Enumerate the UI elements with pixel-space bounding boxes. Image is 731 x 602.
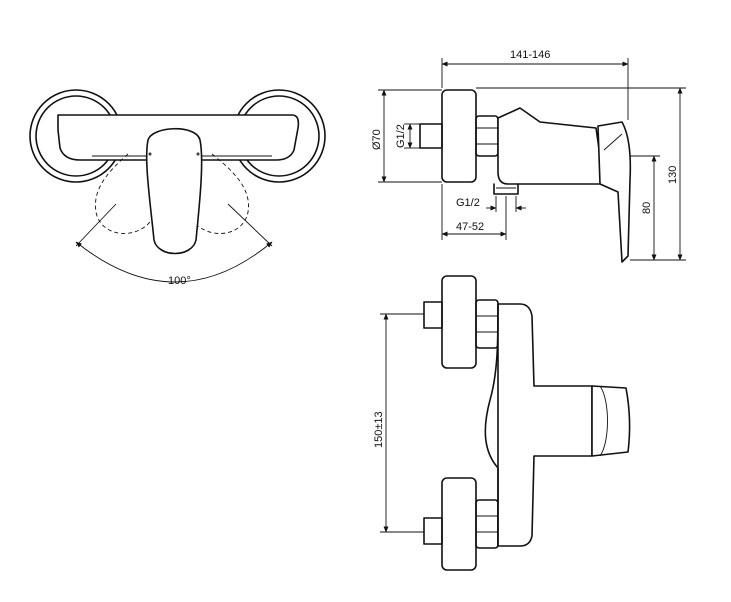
side-inlet-stub: [419, 123, 443, 149]
front-view: 150±13: [373, 275, 631, 571]
side-hex-nut: [475, 115, 499, 157]
front-hex-nut-top: [475, 299, 499, 349]
rotation-arc: [75, 241, 273, 283]
overall-height-label: 130: [667, 166, 679, 184]
rotation-angle-label: 100°: [168, 275, 191, 287]
front-rosette-bottom: [441, 477, 477, 571]
inlet-offset-label: 47-52: [456, 221, 484, 233]
overall-depth-label: 141-146: [510, 49, 550, 61]
side-mixer-body: [497, 107, 605, 185]
lever-handle: [145, 128, 203, 255]
side-outlet: [493, 183, 519, 195]
side-view: 141-146 Ø70 G1/2 G1/2 47-52 80 130: [371, 49, 686, 263]
outlet-thread-label: G1/2: [456, 197, 480, 209]
inlet-spacing-label: 150±13: [373, 411, 385, 448]
lever-left-position: [95, 153, 159, 234]
front-lever-cap: [591, 385, 631, 457]
side-lever: [597, 121, 632, 263]
front-rosette-top: [441, 275, 477, 369]
front-inlet-stub-top: [423, 301, 443, 329]
front-mixer-body: [497, 303, 593, 547]
outlet-height-label: 80: [641, 202, 653, 214]
top-view: 100°: [29, 89, 326, 287]
inlet-thread-label: G1/2: [395, 124, 407, 148]
rosette-diameter-label: Ø70: [371, 129, 383, 150]
side-rosette: [441, 89, 477, 183]
front-hex-nut-bottom: [475, 499, 499, 549]
front-inlet-stub-bottom: [423, 517, 443, 545]
